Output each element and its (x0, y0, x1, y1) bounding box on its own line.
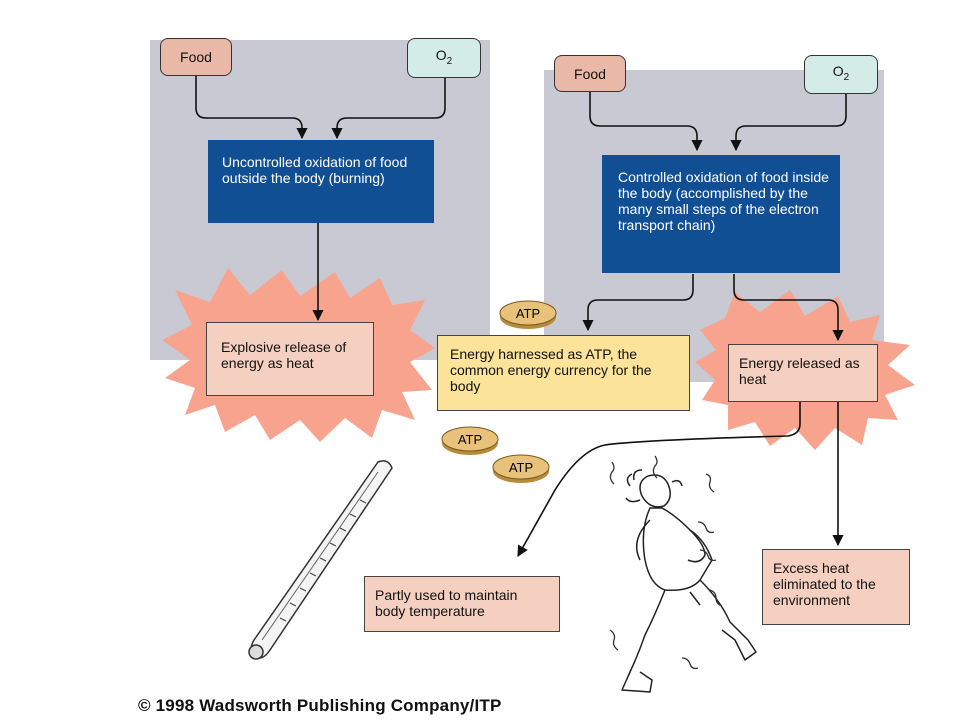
left-o2-label: O2 (435, 46, 453, 67)
atp-harnessed-label: Energy harnessed as ATP, the common ener… (450, 346, 652, 394)
left-o2-arrow (331, 78, 446, 140)
left-food-box: Food (160, 38, 232, 76)
heat-arrow (733, 274, 844, 342)
right-oxidation-box: Controlled oxidation of food inside the … (602, 155, 840, 273)
body-temperature-arrow (517, 402, 801, 557)
atp-arrow (582, 274, 694, 332)
atp-coin-1-label: ATP (516, 306, 540, 321)
right-o2-label: O2 (832, 63, 850, 83)
runner-icon (621, 469, 757, 693)
explosive-release-label: Explosive release of energy as heat (221, 339, 347, 371)
left-o2-box: O2 (407, 38, 481, 78)
copyright-notice: © 1998 Wadsworth Publishing Company/ITP (138, 696, 502, 715)
body-temperature-box: Partly used to maintain body temperature (364, 576, 560, 632)
left-food-arrow (195, 76, 308, 140)
right-food-box: Food (554, 55, 626, 92)
atp-coin-3-label: ATP (509, 460, 533, 475)
atp-coin-3 (492, 454, 550, 483)
right-food-label: Food (574, 65, 606, 82)
atp-coin-2 (441, 426, 499, 455)
heat-released-label: Energy released as heat (739, 355, 860, 387)
excess-heat-label: Excess heat eliminated to the environmen… (773, 560, 876, 608)
right-oxidation-label: Controlled oxidation of food inside the … (618, 169, 829, 233)
right-food-arrow (589, 92, 703, 152)
atp-coin-1 (499, 300, 557, 329)
right-o2-box: O2 (804, 55, 878, 94)
atp-coin-2-label: ATP (458, 432, 482, 447)
thermometer-icon (248, 460, 393, 660)
atp-harnessed-box: Energy harnessed as ATP, the common ener… (437, 335, 690, 411)
left-food-label: Food (180, 49, 212, 65)
explosive-release-box: Explosive release of energy as heat (206, 322, 374, 396)
heat-wave-lines (609, 455, 723, 670)
excess-heat-box: Excess heat eliminated to the environmen… (762, 549, 910, 625)
left-oxidation-label: Uncontrolled oxidation of food outside t… (222, 154, 408, 186)
heat-released-box: Energy released as heat (728, 344, 878, 402)
left-oxidation-box: Uncontrolled oxidation of food outside t… (208, 140, 434, 223)
right-o2-arrow (730, 94, 847, 152)
body-temperature-label: Partly used to maintain body temperature (375, 587, 518, 619)
